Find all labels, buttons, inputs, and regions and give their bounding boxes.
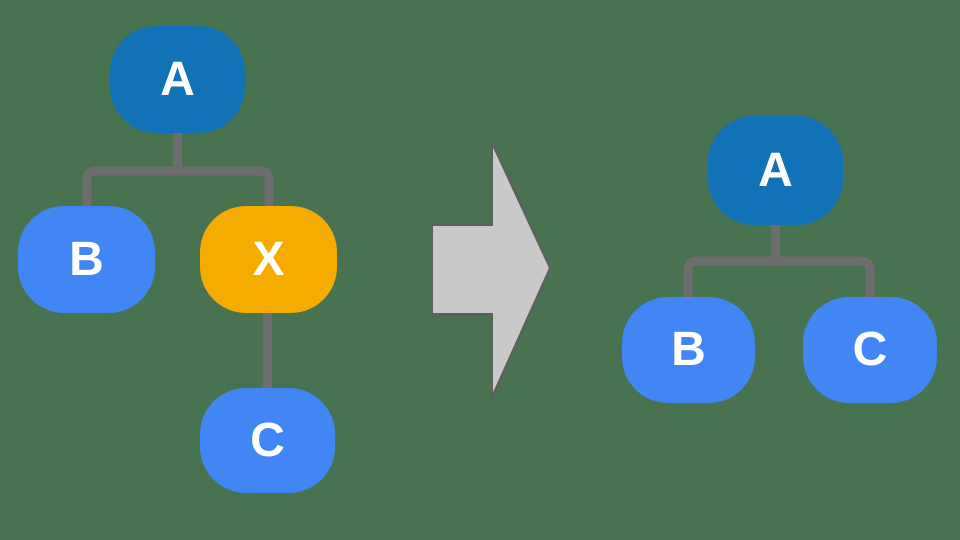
before-node-x-label: X bbox=[252, 232, 285, 286]
edge-after-a-children bbox=[683, 256, 875, 302]
before-node-c: C bbox=[200, 388, 335, 493]
before-node-a-label: A bbox=[160, 52, 195, 106]
after-node-a: A bbox=[708, 116, 843, 225]
before-node-b-label: B bbox=[69, 232, 104, 286]
after-node-c: C bbox=[803, 297, 937, 403]
before-node-a: A bbox=[110, 26, 245, 133]
right-arrow-icon bbox=[431, 142, 552, 398]
before-node-x: X bbox=[200, 206, 337, 313]
after-node-c-label: C bbox=[852, 323, 888, 376]
before-node-c-label: C bbox=[250, 413, 285, 467]
after-node-b: B bbox=[622, 297, 755, 403]
after-node-a-label: A bbox=[758, 143, 793, 197]
before-node-b: B bbox=[18, 206, 155, 313]
after-node-b-label: B bbox=[671, 323, 706, 376]
